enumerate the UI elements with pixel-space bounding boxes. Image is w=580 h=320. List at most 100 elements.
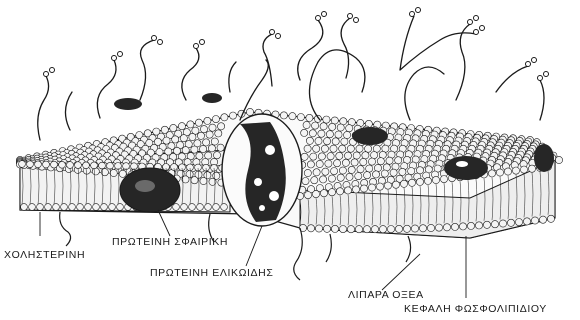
phospholipid-head (200, 145, 207, 152)
phospholipid-head (320, 123, 327, 130)
phospholipid-head (400, 180, 407, 187)
phospholipid-head (197, 132, 204, 139)
phospholipid-head (403, 225, 410, 232)
phospholipid-head (307, 225, 314, 232)
phospholipid-head (488, 170, 495, 177)
phospholipid-head (191, 146, 198, 153)
phospholipid-head (348, 166, 355, 173)
surface-protein-dark-3 (534, 144, 554, 172)
phospholipid-head (331, 168, 338, 175)
phospholipid-head (37, 204, 44, 211)
phospholipid-head (297, 114, 304, 121)
phospholipid-head (432, 176, 439, 183)
phospholipid-head (311, 177, 318, 184)
phospholipid-head (93, 204, 100, 211)
phospholipid-head (323, 225, 330, 232)
phospholipid-head (61, 204, 68, 211)
phospholipid-head (440, 176, 447, 183)
phospholipid-head (342, 159, 349, 166)
phospholipid-head (213, 152, 220, 159)
phospholipid-head (328, 189, 335, 196)
phospholipid-head (45, 204, 52, 211)
phospholipid-head (189, 204, 196, 211)
phospholipid-head (318, 130, 325, 137)
phospholipid-head (339, 167, 346, 174)
phospholipid-head (395, 225, 402, 232)
phospholipid-head (195, 119, 202, 126)
phospholipid-head (408, 179, 415, 186)
phospholipid-head (363, 226, 370, 233)
phospholipid-head (364, 172, 371, 179)
phospholipid-head (368, 184, 375, 191)
phospholipid-head (355, 226, 362, 233)
phospholipid-head (172, 136, 179, 143)
phospholipid-head (321, 145, 328, 152)
phospholipid-head (187, 121, 194, 128)
phospholipid-head (289, 113, 296, 120)
phospholipid-head (306, 137, 313, 144)
phospholipid-head (215, 130, 222, 137)
phospholipid-head (29, 204, 36, 211)
phospholipid-head (69, 204, 76, 211)
phospholipid-head (352, 186, 359, 193)
phospholipid-head (371, 152, 378, 159)
phospholipid-head (316, 160, 323, 167)
phospholipid-head (85, 204, 92, 211)
phospholipid-head (173, 204, 180, 211)
phospholipid-head (411, 225, 418, 232)
phospholipid-head (355, 173, 362, 180)
phospholipid-head (499, 220, 506, 227)
phospholipid-head (386, 157, 393, 164)
phospholipid-head (344, 187, 351, 194)
phospholipid-head (419, 225, 426, 232)
phospholipid-head (387, 226, 394, 233)
phospholipid-head (341, 138, 348, 145)
phospholipid-head (399, 168, 406, 175)
phospholipid-head (182, 147, 189, 154)
phospholipid-head (312, 122, 319, 129)
phospholipid-head (191, 177, 198, 184)
phospholipid-head (416, 178, 423, 185)
phospholipid-head (332, 138, 339, 145)
phospholipid-head (217, 144, 224, 151)
label-fatty-acids: ΛΙΠΑΡΑ ΟΞΕΑ (348, 289, 424, 301)
phospholipid-head (328, 175, 335, 182)
phospholipid-head (200, 177, 207, 184)
phospholipid-head (309, 130, 316, 137)
phospholipid-head (408, 168, 415, 175)
phospholipid-head (83, 162, 90, 169)
phospholipid-head (203, 139, 210, 146)
phospholipid-head (323, 116, 330, 123)
phospholipid-head (334, 160, 341, 167)
phospholipid-head (315, 225, 322, 232)
phospholipid-head (221, 114, 228, 121)
surface-protein-small (114, 93, 222, 110)
carbohydrate-chain-top (400, 16, 414, 70)
phospholipid-head (209, 124, 216, 131)
phospholipid-head (197, 204, 204, 211)
phospholipid-head (119, 170, 126, 177)
phospholipid-head (377, 158, 384, 165)
phospholipid-head (110, 169, 117, 176)
phospholipid-head (337, 124, 344, 131)
phospholipid-head (324, 138, 331, 145)
phospholipid-head (360, 158, 367, 165)
phospholipid-head (329, 123, 336, 130)
phospholipid-head (304, 192, 311, 199)
phospholipid-head (475, 222, 482, 229)
phospholipid-head (528, 165, 535, 172)
phospholipid-head (218, 123, 225, 130)
phospholipid-head (208, 145, 215, 152)
phospholipid-head (336, 188, 343, 195)
phospholipid-head (392, 181, 399, 188)
phospholipid-head (318, 153, 325, 160)
phospholipid-head (351, 159, 358, 166)
phospholipid-head (320, 190, 327, 197)
phospholipid-head (520, 166, 527, 173)
phospholipid-head (376, 183, 383, 190)
helical-protein (222, 114, 302, 226)
phospholipid-head (21, 204, 28, 211)
phospholipid-head (531, 217, 538, 224)
phospholipid-head (483, 221, 490, 228)
